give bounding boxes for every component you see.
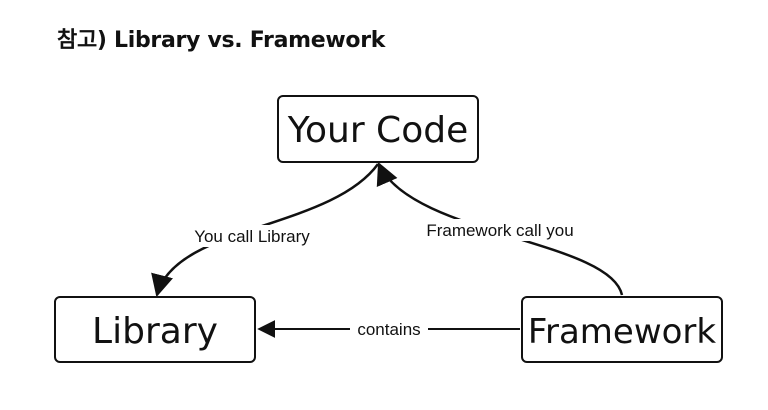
edge-contains-label: contains	[357, 320, 420, 339]
edge-you-call-library-label: You call Library	[194, 227, 310, 246]
edge-framework-call-you-label-bg	[412, 219, 588, 241]
edge-contains-label-bg	[350, 319, 428, 339]
node-library-label: Library	[92, 311, 218, 352]
node-your-code: Your Code	[277, 95, 479, 163]
node-your-code-label: Your Code	[287, 110, 468, 151]
page-title: 참고) Library vs. Framework	[57, 28, 386, 53]
edge-framework-call-you-label: Framework call you	[426, 221, 573, 240]
node-framework-label: Framework	[528, 312, 717, 352]
node-library: Library	[54, 296, 256, 363]
node-framework: Framework	[521, 296, 723, 363]
edge-you-call-library-label-bg	[183, 225, 321, 247]
